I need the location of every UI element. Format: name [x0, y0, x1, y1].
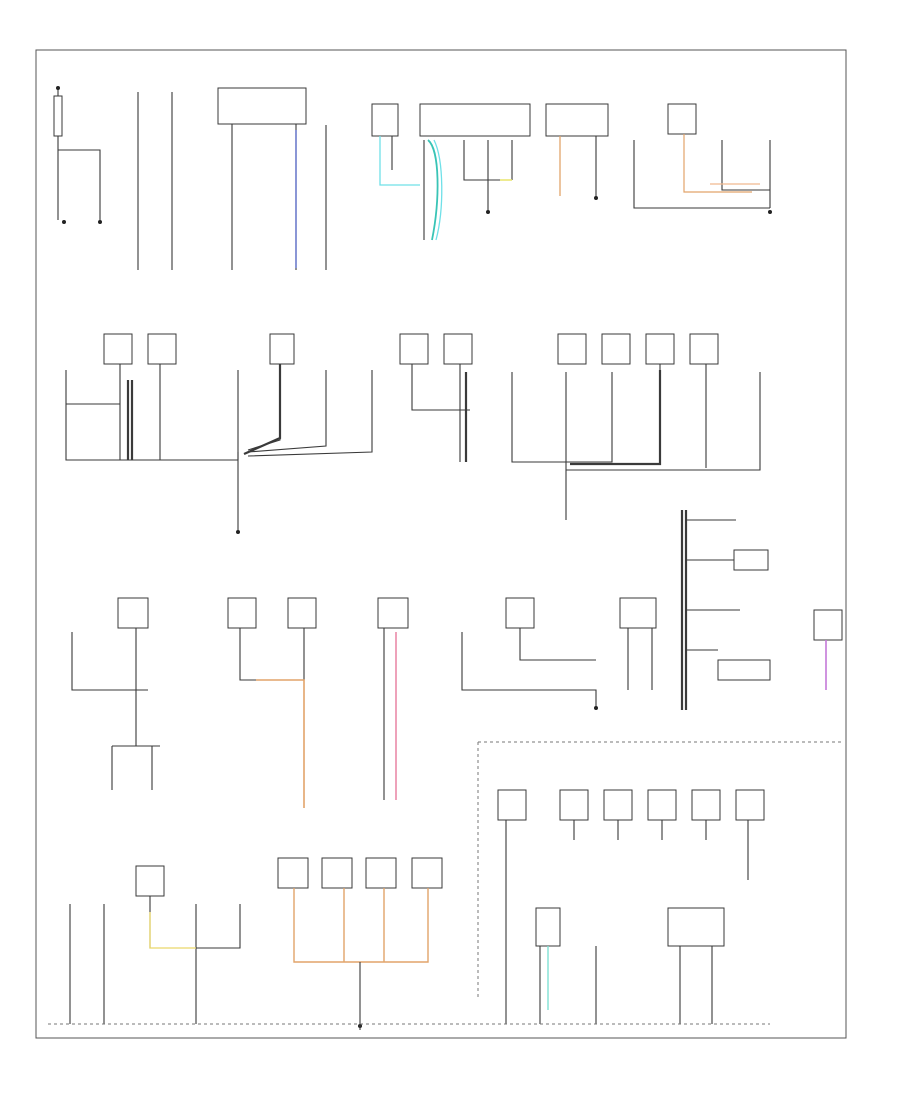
diagram-frame	[35, 49, 847, 1039]
row-3-components	[71, 510, 843, 808]
transmission-control-module	[419, 103, 531, 241]
powertrain-control-module	[217, 87, 307, 270]
row-2-components	[65, 333, 761, 534]
battery	[53, 86, 102, 224]
module-orange-ground	[545, 103, 609, 200]
right-module-group	[633, 103, 772, 214]
module-cyan-ground	[371, 103, 420, 186]
row-4-components	[69, 741, 842, 1028]
fuse-block-wires	[137, 92, 173, 270]
row-1-components	[53, 86, 772, 270]
